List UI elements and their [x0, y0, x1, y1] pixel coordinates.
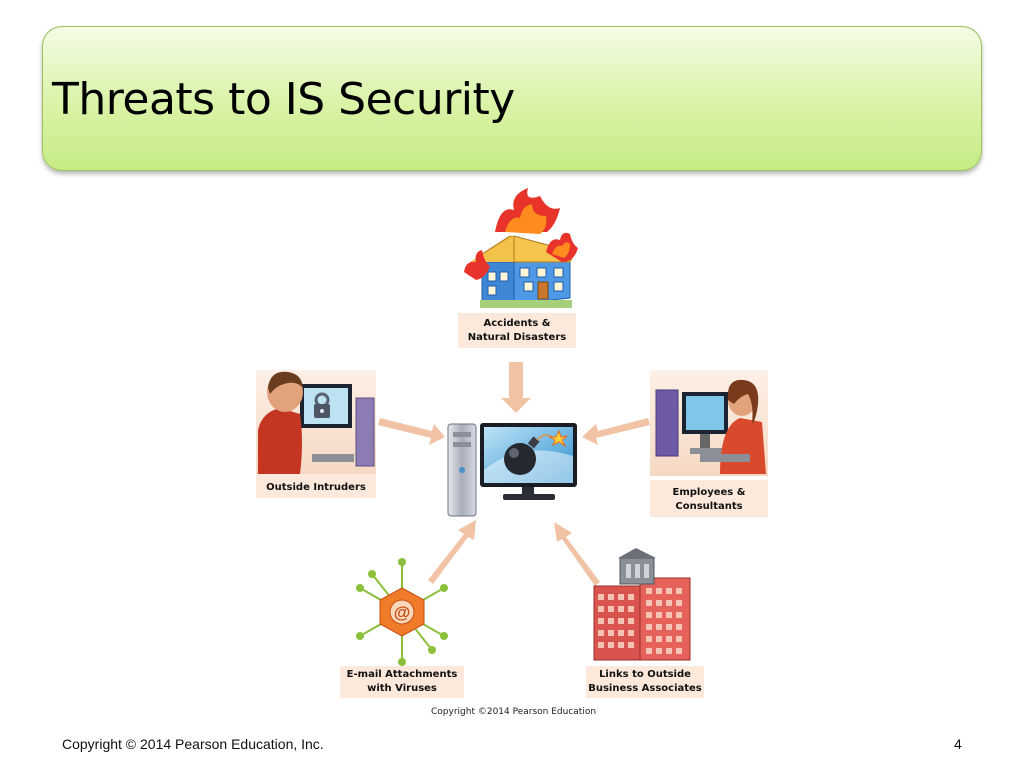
label-outside-intruders: Outside Intruders: [256, 481, 376, 495]
label-employees-consultants: Employees & Consultants: [650, 486, 768, 514]
label-accidents-natural-disasters: Accidents & Natural Disasters: [458, 317, 576, 345]
arrow-from-intruders: [378, 418, 445, 445]
office-building-icon: [593, 548, 691, 661]
svg-text:@: @: [394, 603, 411, 622]
employee-at-computer-icon: [650, 370, 768, 476]
slide-number: 4: [954, 736, 962, 752]
footer-copyright: Copyright © 2014 Pearson Education, Inc.: [62, 736, 324, 752]
arrow-from-disasters: [501, 362, 531, 413]
arrow-from-email: [428, 520, 476, 584]
arrow-from-employees: [582, 418, 650, 445]
computer-with-bomb-icon: [447, 423, 577, 517]
email-virus-icon: @: [356, 558, 448, 666]
label-email-attachments: E-mail Attachments with Viruses: [340, 668, 464, 696]
title-banner: [42, 26, 982, 171]
arrow-from-business: [554, 522, 600, 586]
intruder-at-computer-icon: [256, 370, 376, 474]
burning-house-icon: [464, 188, 578, 308]
figure-credit: Copyright ©2014 Pearson Education: [431, 707, 597, 717]
slide-title: Threats to IS Security: [52, 74, 515, 125]
label-links-business-associates: Links to Outside Business Associates: [586, 668, 704, 696]
